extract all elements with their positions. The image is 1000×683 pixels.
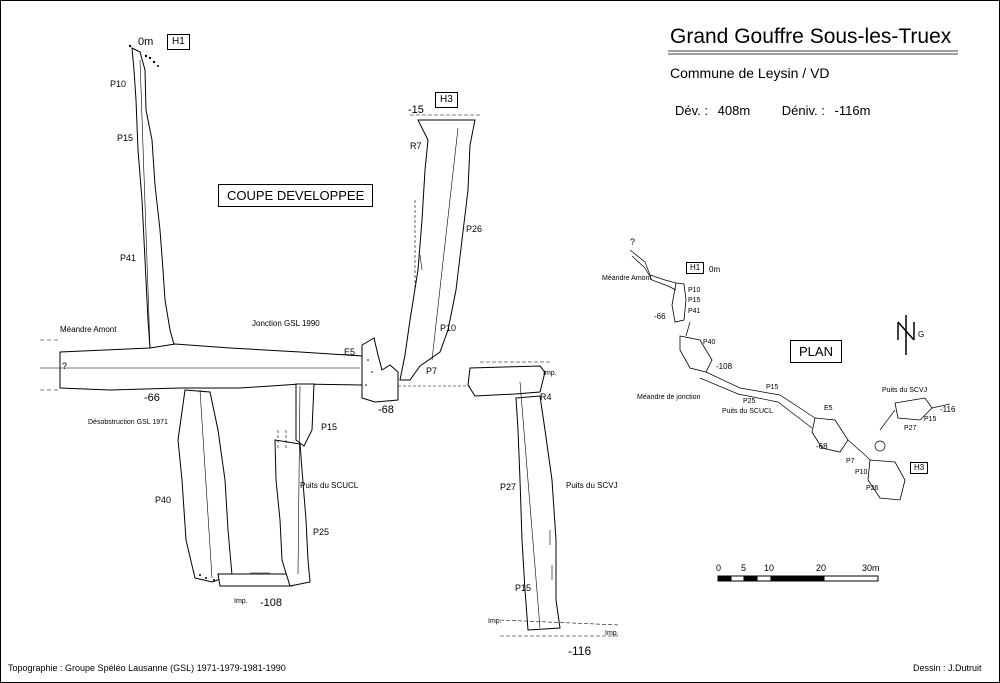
deniv-value: -116m xyxy=(834,103,871,118)
label-imp-end: Imp. xyxy=(605,630,619,637)
plan-p26: P26 xyxy=(866,485,879,492)
deniv-label: Déniv. : xyxy=(781,103,825,118)
label-imp-right: Imp. xyxy=(543,370,557,377)
north-g-label: G xyxy=(918,330,925,339)
plan-depth-108: -108 xyxy=(716,362,733,371)
pitch-p7: P7 xyxy=(426,366,438,376)
scale-tick-5: 5 xyxy=(741,563,747,573)
plan-p10: P10 xyxy=(688,287,701,294)
drawing-author: Dessin : J.Dutruit xyxy=(913,663,982,673)
label-jonction: Jonction GSL 1990 xyxy=(252,319,320,328)
pitch-p15-upper: P15 xyxy=(117,133,134,143)
pitch-e5: E5 xyxy=(344,347,356,357)
pitch-p26: P26 xyxy=(466,224,483,234)
section-title: COUPE DEVELOPPEE xyxy=(218,184,374,207)
plan-jonction xyxy=(705,371,816,419)
shaft-scucl-upper xyxy=(295,383,315,447)
scale-tick-0: 0 xyxy=(716,563,722,573)
pitch-p40: P40 xyxy=(155,495,172,505)
depth-68: -68 xyxy=(378,404,394,416)
plan-e5: E5 xyxy=(824,405,833,412)
pitch-p25: P25 xyxy=(313,527,330,537)
label-imp-bottom: Imp. xyxy=(234,598,248,605)
cave-title: Grand Gouffre Sous-les-Truex xyxy=(670,25,952,48)
plan-meandre-jonction: Méandre de jonction xyxy=(637,394,701,401)
dev-value: 408m xyxy=(717,103,751,118)
plan-shaft-upper xyxy=(671,282,687,323)
plan-p25: P25 xyxy=(743,398,756,405)
plan-question: ? xyxy=(630,237,636,247)
plan-p40: P40 xyxy=(703,339,716,346)
gallery-right xyxy=(467,365,546,397)
pitch-p10-upper: P10 xyxy=(110,79,127,89)
shaft-scvj xyxy=(515,395,561,631)
pitch-p15-scvj: P15 xyxy=(515,583,532,593)
plan-chamber-h3 xyxy=(867,459,906,501)
label-desobstruction: Désobstruction GSL 1971 xyxy=(88,419,168,426)
depth-15: -15 xyxy=(408,104,424,116)
plan-entrance-h3: H3 xyxy=(910,462,929,474)
shaft-scucl xyxy=(274,439,311,587)
entrance-h1: H1 xyxy=(167,34,190,50)
pitch-r7: R7 xyxy=(410,141,422,151)
plan-puits-scvj: Puits du SCVJ xyxy=(882,387,928,394)
depth-66: -66 xyxy=(144,392,160,404)
label-imp-left: Imp. xyxy=(488,618,502,625)
gallery-main xyxy=(59,343,363,391)
plan-depth-116: -116 xyxy=(940,405,956,414)
plan-chamber-e5 xyxy=(811,417,849,453)
shaft-h3 xyxy=(399,119,476,381)
dev-label: Dév. : xyxy=(675,103,708,118)
label-meandre-amont: Méandre Amont xyxy=(60,325,117,334)
entrance-h3: H3 xyxy=(435,92,458,108)
pitch-r4: R4 xyxy=(540,392,552,402)
pitch-p15-scucl: P15 xyxy=(321,422,338,432)
stats-row: Dév. : 408m Déniv. : -116m xyxy=(675,103,870,118)
plan-h1-depth: 0m xyxy=(709,265,721,274)
shaft-h1 xyxy=(131,47,176,349)
plan-p10b: P10 xyxy=(855,469,868,476)
commune-subtitle: Commune de Leysin / VD xyxy=(670,65,830,81)
plan-title: PLAN xyxy=(790,340,842,363)
plan-meandre-amont xyxy=(629,249,677,284)
depth-0: 0m xyxy=(138,36,154,48)
plan-meandre-amont: Méandre Amont xyxy=(602,275,652,282)
pitch-p10-h3: P10 xyxy=(440,323,457,333)
plan-puits-scucl: Puits du SCUCL xyxy=(722,408,773,415)
plan-p7: P7 xyxy=(846,458,855,465)
north-label: N xyxy=(893,318,894,319)
scale-tick-10: 10 xyxy=(764,563,775,573)
plan-p41: P41 xyxy=(688,308,701,315)
depth-108: -108 xyxy=(260,597,283,609)
shaft-p40 xyxy=(177,389,233,583)
depth-116: -116 xyxy=(568,644,592,658)
plan-depth-66: -66 xyxy=(654,312,666,321)
plan-p15b: P15 xyxy=(766,384,779,391)
plan-p15c: P15 xyxy=(924,416,937,423)
scale-tick-30: 30m xyxy=(862,563,880,573)
topography-credits: Topographie : Groupe Spéléo Lausanne (GS… xyxy=(8,663,286,673)
plan-p27: P27 xyxy=(904,425,917,432)
plan-chamber-scvj xyxy=(894,397,933,421)
scale-bar xyxy=(717,575,879,582)
label-puits-scvj: Puits du SCVJ xyxy=(566,481,618,490)
pitch-p27: P27 xyxy=(500,482,517,492)
plan-p15: P15 xyxy=(688,297,701,304)
label-puits-scucl: Puits du SCUCL xyxy=(300,481,359,490)
scale-tick-20: 20 xyxy=(816,563,827,573)
label-question: ? xyxy=(62,361,68,371)
pitch-p41: P41 xyxy=(120,253,137,263)
north-arrow xyxy=(897,315,915,355)
plan-depth-68: -68 xyxy=(816,442,828,451)
chamber-e5 xyxy=(361,337,399,403)
plan-entrance-h1: H1 xyxy=(686,262,705,274)
